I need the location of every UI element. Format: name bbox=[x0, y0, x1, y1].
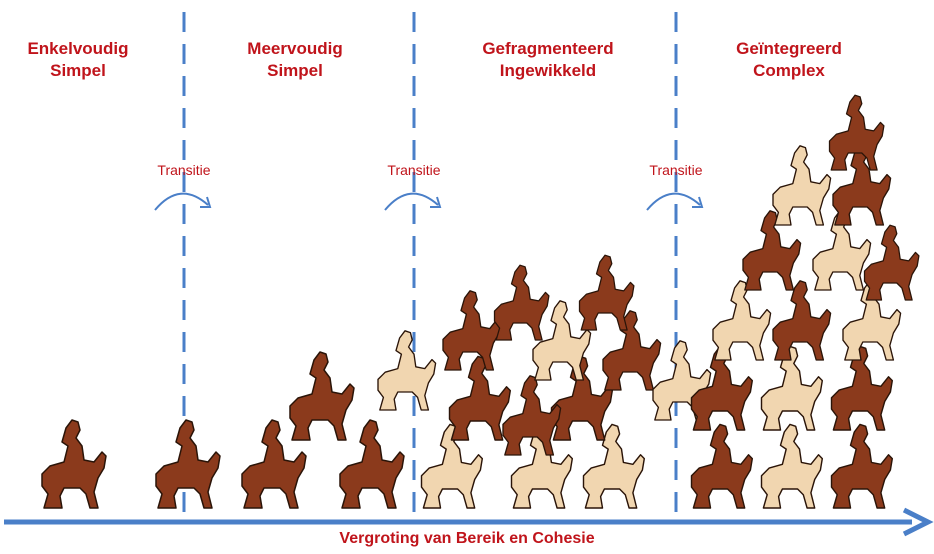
horse-rider-icon bbox=[290, 352, 354, 440]
stage-title-1: Enkelvoudig Simpel bbox=[27, 38, 128, 82]
stage-title-3-line2: Ingewikkeld bbox=[482, 60, 613, 82]
stage-title-1-line1: Enkelvoudig bbox=[27, 38, 128, 60]
horse-rider-icon bbox=[743, 211, 801, 290]
horse-rider-icon bbox=[773, 146, 831, 225]
horse-rider-icon bbox=[378, 331, 436, 410]
horse-rider-icon bbox=[584, 424, 645, 508]
horse-rider-icon bbox=[713, 281, 771, 360]
stage-title-4-line1: Geïntegreerd bbox=[736, 38, 842, 60]
stage-title-1-line2: Simpel bbox=[27, 60, 128, 82]
transition-label-2: Transitie bbox=[387, 162, 440, 178]
horse-rider-icon bbox=[603, 311, 661, 390]
transition-label-3: Transitie bbox=[649, 162, 702, 178]
horse-rider-icon bbox=[42, 420, 106, 508]
stage-title-3: Gefragmenteerd Ingewikkeld bbox=[482, 38, 613, 82]
stage-title-4: Geïntegreerd Complex bbox=[736, 38, 842, 82]
horse-rider-icon bbox=[156, 420, 220, 508]
stage-title-2-line2: Simpel bbox=[247, 60, 342, 82]
stage-title-3-line1: Gefragmenteerd bbox=[482, 38, 613, 60]
axis-label: Vergroting van Bereik en Cohesie bbox=[339, 530, 594, 548]
horse-rider-icon bbox=[340, 420, 404, 508]
horse-rider-icon bbox=[832, 346, 893, 430]
horse-rider-icon bbox=[773, 281, 831, 360]
horse-rider-icon bbox=[692, 424, 753, 508]
horse-rider-icon bbox=[762, 346, 823, 430]
horse-rider-icon bbox=[443, 291, 501, 370]
horse-rider-icon bbox=[762, 424, 823, 508]
stage-title-2: Meervoudig Simpel bbox=[247, 38, 342, 82]
stage-title-4-line2: Complex bbox=[736, 60, 842, 82]
transition-label-1: Transitie bbox=[157, 162, 210, 178]
horse-rider-icon bbox=[832, 424, 893, 508]
stage-title-2-line1: Meervoudig bbox=[247, 38, 342, 60]
rider-group bbox=[42, 95, 919, 508]
transition-arrows bbox=[155, 194, 702, 210]
horse-rider-icon bbox=[865, 225, 919, 300]
horse-rider-icon bbox=[495, 265, 549, 340]
